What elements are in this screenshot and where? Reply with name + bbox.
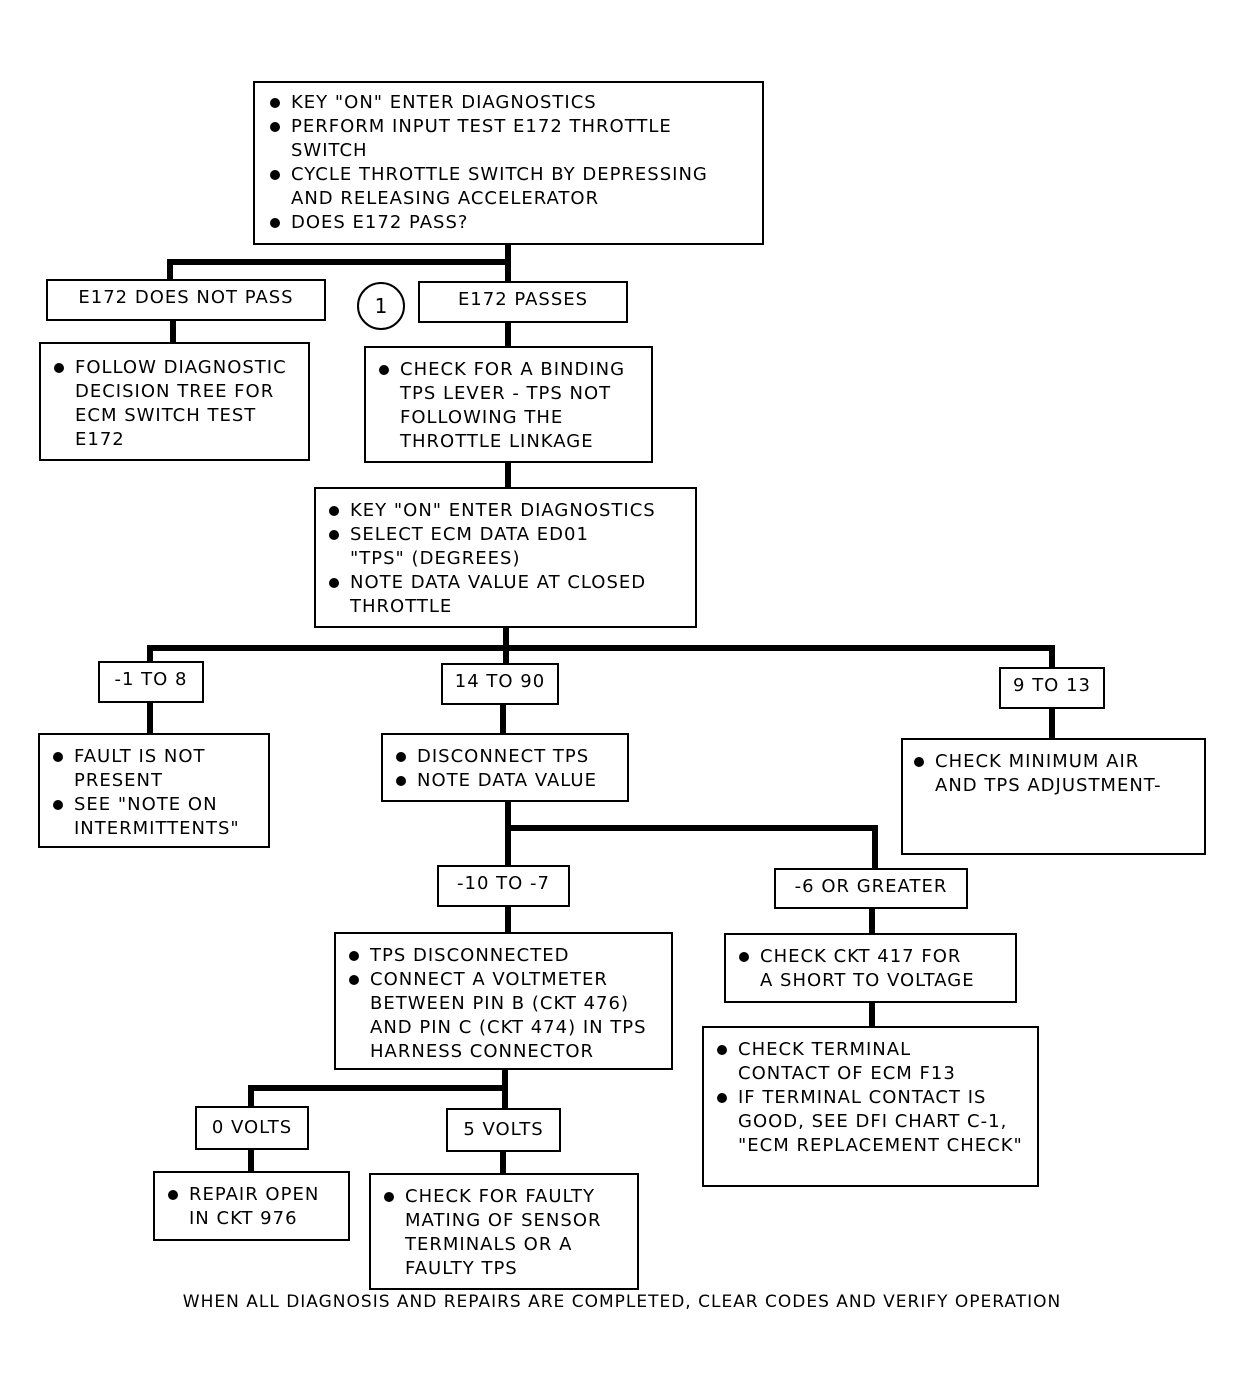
range-9-to-13-label: 9 TO 13 (999, 667, 1105, 709)
tps-data-item-2: SELECT ECM DATA ED01 "TPS" (DEGREES) (328, 523, 687, 571)
ecm-terminal-item-2: IF TERMINAL CONTACT IS GOOD, SEE DFI CHA… (716, 1086, 1031, 1158)
repair-open-item: REPAIR OPEN IN CKT 976 (167, 1183, 342, 1231)
check-min-air-box: CHECK MINIMUM AIR AND TPS ADJUSTMENT- (901, 738, 1206, 855)
voltmeter-check-item-1: TPS DISCONNECTED (348, 944, 665, 968)
step-marker-circle: 1 (357, 282, 405, 330)
footer-note: WHEN ALL DIAGNOSIS AND REPAIRS ARE COMPL… (182, 1292, 1062, 1312)
range-14-to-90-label: 14 TO 90 (441, 663, 559, 705)
faulty-mating-item: CHECK FOR FAULTY MATING OF SENSOR TERMIN… (383, 1185, 631, 1281)
five-volts-label: 5 VOLTS (446, 1108, 561, 1152)
pass-action-box: CHECK FOR A BINDING TPS LEVER - TPS NOT … (364, 346, 653, 463)
check-ckt-417-item: CHECK CKT 417 FOR A SHORT TO VOLTAGE (738, 945, 1009, 993)
check-ckt-417-box: CHECK CKT 417 FOR A SHORT TO VOLTAGE (724, 933, 1017, 1003)
range-neg1-to-8-label: -1 TO 8 (98, 661, 204, 703)
top-step-box: KEY "ON" ENTER DIAGNOSTICS PERFORM INPUT… (253, 81, 764, 245)
check-min-air-item: CHECK MINIMUM AIR AND TPS ADJUSTMENT- (913, 750, 1198, 798)
ecm-terminal-box: CHECK TERMINAL CONTACT OF ECM F13 IF TER… (702, 1026, 1039, 1187)
fault-not-present-box: FAULT IS NOT PRESENT SEE "NOTE ON INTERM… (38, 733, 270, 848)
range-neg10-to-neg7-label: -10 TO -7 (437, 865, 570, 907)
fail-action-box: FOLLOW DIAGNOSTIC DECISION TREE FOR ECM … (39, 342, 310, 461)
top-step-item-4: DOES E172 PASS? (269, 211, 752, 235)
top-step-item-3: CYCLE THROTTLE SWITCH BY DEPRESSING AND … (269, 163, 752, 211)
tps-data-box: KEY "ON" ENTER DIAGNOSTICS SELECT ECM DA… (314, 487, 697, 628)
pass-action-item: CHECK FOR A BINDING TPS LEVER - TPS NOT … (378, 358, 643, 454)
faulty-mating-box: CHECK FOR FAULTY MATING OF SENSOR TERMIN… (369, 1173, 639, 1290)
tps-data-item-3: NOTE DATA VALUE AT CLOSED THROTTLE (328, 571, 687, 619)
e172-pass-label: E172 PASSES (418, 281, 628, 323)
top-step-item-1: KEY "ON" ENTER DIAGNOSTICS (269, 91, 752, 115)
fault-not-present-item-2: SEE "NOTE ON INTERMITTENTS" (52, 793, 262, 841)
e172-fail-label: E172 DOES NOT PASS (46, 279, 326, 321)
voltmeter-check-box: TPS DISCONNECTED CONNECT A VOLTMETER BET… (334, 932, 673, 1070)
disconnect-tps-item-2: NOTE DATA VALUE (395, 769, 621, 793)
voltmeter-check-item-2: CONNECT A VOLTMETER BETWEEN PIN B (CKT 4… (348, 968, 665, 1064)
range-neg6-or-greater-label: -6 OR GREATER (774, 868, 968, 909)
disconnect-tps-item-1: DISCONNECT TPS (395, 745, 621, 769)
top-step-item-2: PERFORM INPUT TEST E172 THROTTLE SWITCH (269, 115, 752, 163)
zero-volts-label: 0 VOLTS (195, 1106, 309, 1150)
repair-open-box: REPAIR OPEN IN CKT 976 (153, 1171, 350, 1241)
fault-not-present-item-1: FAULT IS NOT PRESENT (52, 745, 262, 793)
fail-action-item: FOLLOW DIAGNOSTIC DECISION TREE FOR ECM … (53, 356, 302, 452)
tps-data-item-1: KEY "ON" ENTER DIAGNOSTICS (328, 499, 687, 523)
disconnect-tps-box: DISCONNECT TPS NOTE DATA VALUE (381, 733, 629, 802)
ecm-terminal-item-1: CHECK TERMINAL CONTACT OF ECM F13 (716, 1038, 1031, 1086)
